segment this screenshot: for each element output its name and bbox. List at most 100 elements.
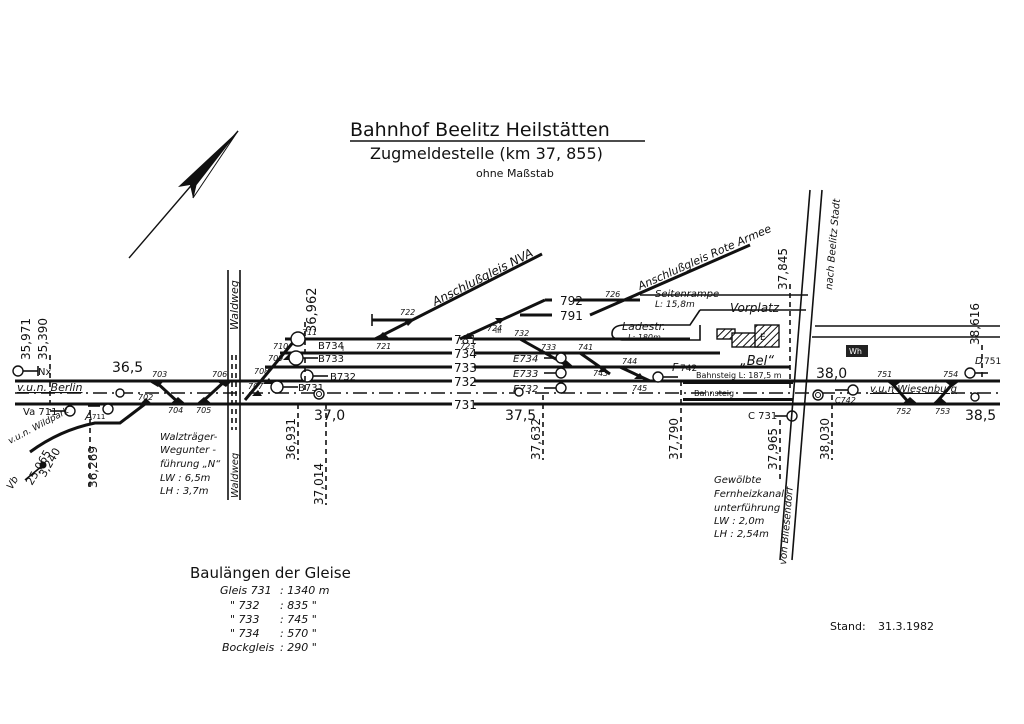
svg-text:LW : 6,5m: LW : 6,5m (160, 473, 211, 484)
svg-text:führung „N“: führung „N“ (160, 459, 221, 470)
km-37790: 37,790 (667, 418, 681, 460)
track-label-792: 792 (560, 294, 583, 308)
km-37014: 37,014 (312, 463, 326, 505)
switch-752: 752 (896, 407, 911, 416)
ladder-track (243, 333, 302, 401)
switch-710: 710 (273, 342, 288, 351)
platform-2-label: Bahnsteig (694, 389, 734, 398)
km-36269: 36,269 (86, 446, 100, 488)
signal-b734: B734 (318, 341, 344, 352)
wohnhaus-label: Wh (849, 347, 862, 356)
platform-1-label: Bahnsteig L: 187,5 m (696, 371, 782, 380)
svg-text:Fernheizkanal-: Fernheizkanal- (714, 489, 788, 500)
lengths-row-value: : 290 " (280, 641, 317, 654)
signal-c742: C742 (835, 396, 856, 405)
signal-vb: Vb (5, 475, 21, 492)
svg-text:Gewölbte: Gewölbte (714, 475, 761, 486)
seitenrampe-label: Seitenrampe (655, 289, 719, 300)
underpass-walz-note: Walzträger- Wegunter - führung „N“ LW : … (160, 432, 221, 497)
km-37845: 37,845 (776, 248, 790, 290)
lengths-row-label: Gleis 731 (220, 584, 272, 597)
lengths-heading: Baulängen der Gleise (190, 564, 351, 582)
page-title: Bahnhof Beelitz Heilstätten (350, 119, 610, 141)
lengths-row-label: Bockgleis (222, 641, 275, 654)
svg-text:LH : 2,54m: LH : 2,54m (714, 529, 769, 540)
signal-nx: Nx (38, 367, 51, 378)
km-mark-38-0: 38,0 (816, 366, 847, 382)
direction-wiesenburg: v.u.n Wiesenburg (870, 384, 957, 395)
lengths-row-label: " 732 (230, 599, 260, 612)
switch-743: 743 (593, 369, 608, 378)
switch-markers (140, 318, 960, 404)
siding-rote-armee-label: Anschlußgleis Rote Armee (635, 222, 773, 293)
page-subtitle: Zugmeldestelle (km 37, 855) (370, 144, 603, 163)
signals: Nx Va 711 A 711 Vb B734 B733 B732 B731 E… (5, 327, 1001, 492)
km-38030: 38,030 (818, 418, 832, 460)
km-36931: 36,931 (284, 418, 298, 460)
svg-text:unterführung: unterführung (714, 503, 780, 514)
switch-705: 705 (196, 406, 211, 415)
lengths-row-label: " 733 (230, 613, 260, 626)
switch-703: 703 (152, 370, 167, 379)
signal-e733: E733 (513, 369, 538, 380)
north-arrow-icon (128, 130, 239, 259)
track-label-732: 732 (454, 375, 477, 389)
seitenrampe-length: L: 15,8m (655, 300, 695, 310)
svg-text:LH : 3,7m: LH : 3,7m (160, 486, 209, 497)
siding-rote-armee (589, 243, 751, 317)
crossing-i: I (342, 345, 344, 353)
signal-e734: E734 (513, 354, 538, 365)
lengths-row-label: " 734 (230, 627, 260, 640)
ladestr-label: Ladestr. (622, 320, 666, 333)
km-mark-36-5: 36,5 (112, 360, 143, 376)
switch-733: 733 (541, 343, 556, 352)
ladestr-length: L: 180m (628, 333, 661, 342)
roads (227, 189, 1000, 561)
switch-721: 721 (376, 342, 391, 351)
switch-707: 707 (248, 382, 264, 391)
loading-road (611, 309, 701, 341)
stand-date: 31.3.1982 (878, 620, 934, 633)
switch-709: 709 (268, 354, 283, 363)
platform-2 (683, 398, 793, 401)
signal-b732: B732 (330, 372, 356, 383)
km-mark-37-0: 37,0 (314, 408, 345, 424)
km-35971: 35,971 (19, 318, 33, 360)
lengths-row-value: : 1340 m (280, 584, 329, 597)
scale-note: ohne Maßstab (476, 167, 554, 180)
signal-b731: B731 (298, 383, 324, 394)
signal-c731: C 731 (748, 411, 777, 422)
switch-732: 732 (514, 329, 529, 338)
switch-726: 726 (605, 290, 620, 299)
vorplatz-label: Vorplatz (730, 301, 780, 315)
signal-f-num: 742 (680, 364, 697, 374)
switch-706: 706 (212, 370, 227, 379)
lengths-row-value: : 745 " (280, 613, 317, 626)
switch-702: 702 (138, 393, 153, 402)
switch-724: 724 (487, 324, 502, 333)
km-mark-38-5: 38,5 (965, 408, 996, 424)
bel-label: „Bel“ (740, 354, 774, 369)
km-markers (49, 284, 983, 505)
switch-744: 744 (622, 357, 637, 366)
switch-704: 704 (168, 406, 183, 415)
km-36962: 36,962 (305, 288, 320, 334)
siding-nva (374, 252, 543, 341)
lengths-table: Gleis 731 : 1340 m " 732 : 835 " " 733 :… (220, 584, 329, 654)
switch-754: 754 (943, 370, 958, 379)
road-waldweg-bottom: Waldweg (230, 453, 241, 498)
signal-a-num: 711 (92, 413, 105, 421)
track-label-733: 733 (454, 361, 477, 375)
track-label-731: 731 (454, 398, 477, 412)
siding-nva-label: Anschlußgleis NVA (429, 246, 535, 309)
svg-text:Walzträger-: Walzträger- (160, 432, 218, 443)
track-label-791: 791 (560, 309, 583, 323)
switch-722: 722 (400, 308, 415, 317)
signal-a: A (84, 410, 93, 423)
signal-b733: B733 (318, 354, 344, 365)
switch-711: 711 (302, 328, 317, 337)
building-wohnhaus (846, 345, 868, 357)
switch-745: 745 (632, 384, 647, 393)
crossing-iii: III (495, 327, 501, 335)
